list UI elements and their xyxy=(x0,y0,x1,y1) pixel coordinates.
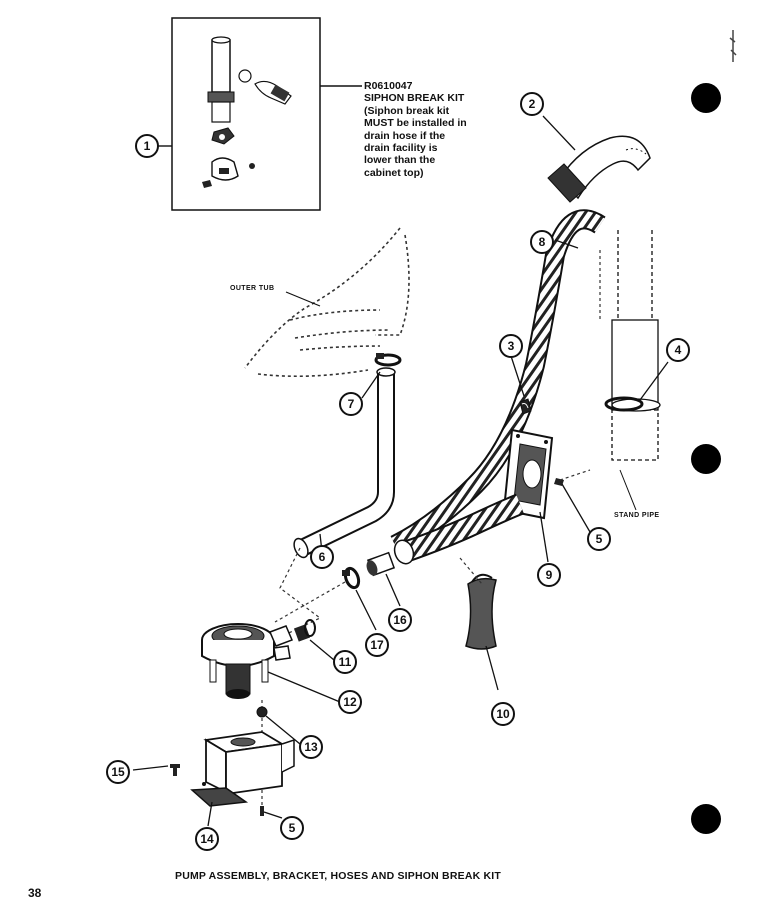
leader-15 xyxy=(132,765,169,771)
leader-11 xyxy=(309,639,335,661)
part-15-screw xyxy=(170,764,180,776)
leader-2 xyxy=(542,115,576,151)
callout-4: 4 xyxy=(666,338,690,362)
page-edge-marks xyxy=(729,30,737,62)
callout-14: 14 xyxy=(195,827,219,851)
stand-pipe-leader xyxy=(619,469,637,511)
leader-5-upper xyxy=(561,483,591,533)
stand-pipe xyxy=(611,230,661,461)
kit-note-line: cabinet top) xyxy=(364,166,424,179)
figure-caption: PUMP ASSEMBLY, BRACKET, HOSES AND SIPHON… xyxy=(175,870,502,882)
callout-8: 8 xyxy=(530,230,554,254)
callout-13: 13 xyxy=(299,735,323,759)
page-number: 38 xyxy=(28,886,42,900)
leader-7 xyxy=(361,371,381,399)
leader-8 xyxy=(554,239,579,249)
callout-1: 1 xyxy=(135,134,159,158)
callout-9: 9 xyxy=(537,563,561,587)
part-10-hose-support xyxy=(465,573,497,650)
part-8-drain-hose xyxy=(391,211,605,553)
binder-hole-bottom xyxy=(691,804,721,834)
kit-note-line: lower than the xyxy=(364,154,436,167)
part-3-clip xyxy=(519,398,532,415)
callout-7: 7 xyxy=(339,392,363,416)
kit-note-line: (Siphon break kit xyxy=(364,104,450,117)
kit-note-line: drain facility is xyxy=(364,142,438,155)
part-17-hose-clamp xyxy=(342,566,361,590)
callout-16: 16 xyxy=(388,608,412,632)
binder-hole-middle xyxy=(691,444,721,474)
outer-tub-leader xyxy=(285,291,321,307)
leader-12 xyxy=(267,671,341,703)
leader-10 xyxy=(485,645,499,691)
callout-5-upper: 5 xyxy=(587,527,611,551)
outer-tub-label: OUTER TUB xyxy=(230,285,275,292)
callout-6: 6 xyxy=(310,545,334,569)
callout-15: 15 xyxy=(106,760,130,784)
binder-hole-top xyxy=(691,83,721,113)
stand-pipe-label: STAND PIPE xyxy=(614,512,660,519)
kit-title: SIPHON BREAK KIT xyxy=(364,92,465,105)
leader-3 xyxy=(510,355,525,397)
kit-part-number: R0610047 xyxy=(364,80,413,92)
leader-5-lower xyxy=(263,811,283,819)
part-11-clamp xyxy=(293,619,316,642)
callout-11: 11 xyxy=(333,650,357,674)
leader-14 xyxy=(207,801,213,827)
leader-4 xyxy=(639,361,669,401)
part-7-clamp xyxy=(374,353,402,367)
leader-16 xyxy=(385,573,401,607)
outer-tub-outline xyxy=(244,227,410,378)
leader-9 xyxy=(539,511,549,563)
callout-3: 3 xyxy=(499,334,523,358)
siphon-break-kit-box xyxy=(171,17,321,211)
part-5-screw-lower xyxy=(260,806,264,816)
part-6-drain-tube xyxy=(293,367,396,559)
part-4-hose-clamp xyxy=(604,396,644,412)
callout-17: 17 xyxy=(365,633,389,657)
part-14-bracket xyxy=(190,731,295,807)
part-12-pump-assembly xyxy=(201,623,293,699)
kit-note-line: MUST be installed in xyxy=(364,117,467,130)
part-13-nut xyxy=(256,706,268,718)
connector-hose xyxy=(393,493,525,565)
part-2-elbow-fitting xyxy=(547,135,651,203)
callout-10: 10 xyxy=(491,702,515,726)
callout-5-lower: 5 xyxy=(280,816,304,840)
leader-17 xyxy=(355,589,377,631)
callout-12: 12 xyxy=(338,690,362,714)
part-16-coupling xyxy=(366,551,396,577)
siphon-break-kit-label: R0610047 SIPHON BREAK KIT (Siphon break … xyxy=(364,80,514,179)
callout-2: 2 xyxy=(520,92,544,116)
kit-note-line: drain hose if the xyxy=(364,129,446,142)
